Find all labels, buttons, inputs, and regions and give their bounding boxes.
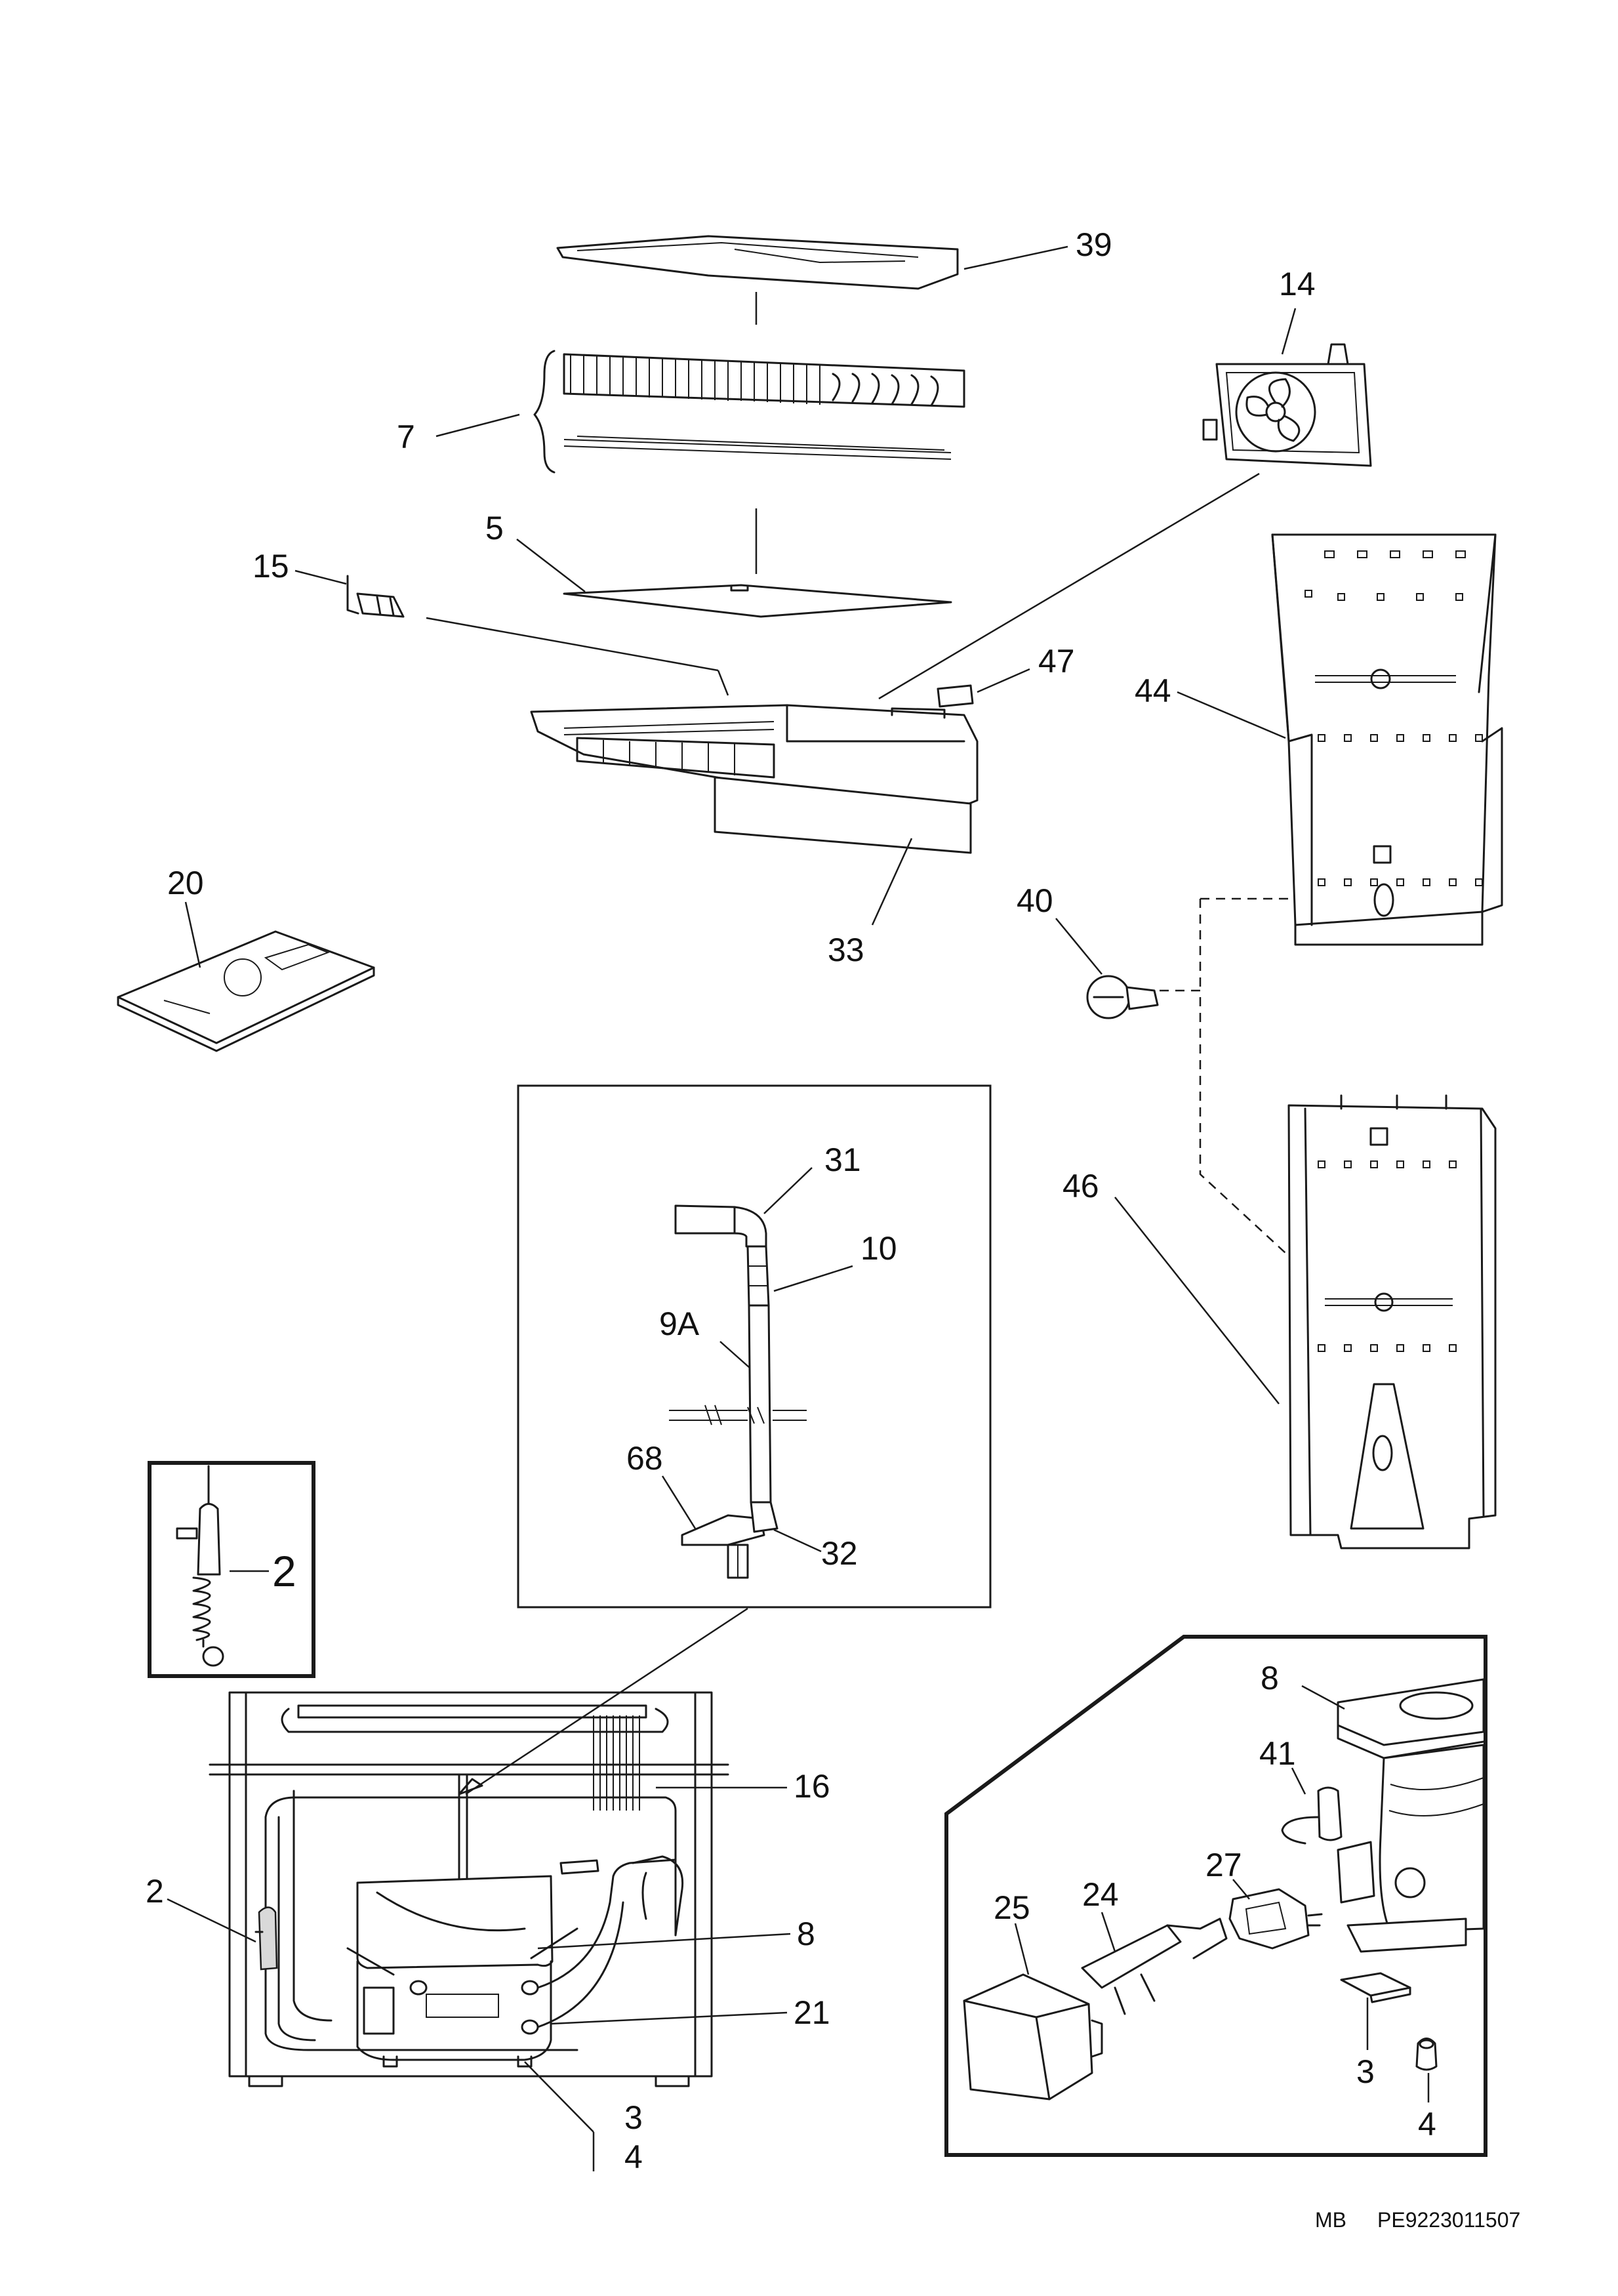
part-40-lamp — [1086, 975, 1159, 1019]
leader-31 — [763, 1167, 813, 1214]
callout-25: 25 — [994, 1889, 1030, 1926]
leader-46 — [1114, 1197, 1280, 1404]
part-41-capacitor — [1281, 1786, 1343, 1845]
part-33-housing — [530, 704, 979, 854]
dashed-lamp-path — [1160, 897, 1378, 1368]
part-27-relay — [1228, 1888, 1323, 1950]
callout-39: 39 — [1076, 226, 1112, 263]
leader-14-to-housing — [878, 472, 1260, 700]
callout-3-r: 3 — [1356, 2053, 1375, 2090]
callout-41: 41 — [1259, 1735, 1296, 1772]
leader-47 — [977, 668, 1030, 693]
leader-15 — [294, 569, 347, 585]
callout-16: 16 — [794, 1768, 830, 1805]
leader-40 — [1055, 918, 1102, 975]
leader-68 — [661, 1475, 697, 1529]
part-46-lower-panel — [1287, 1094, 1497, 1549]
leader-39 — [963, 245, 1068, 270]
callout-21: 21 — [794, 1994, 830, 2031]
leader-7 — [435, 413, 520, 438]
callout-7: 7 — [397, 419, 415, 455]
callout-8: 8 — [797, 1916, 815, 1952]
leader-15-to-housing-b — [717, 670, 729, 696]
part-14-fan-assembly — [1202, 343, 1372, 467]
footer-ref: PE9223011507 — [1377, 2208, 1520, 2232]
callout-68: 68 — [626, 1440, 663, 1477]
callout-33: 33 — [828, 932, 864, 968]
callout-15: 15 — [253, 548, 289, 584]
part-4-grommet — [1415, 2038, 1438, 2071]
part-47-label — [937, 684, 974, 708]
callout-46: 46 — [1062, 1168, 1099, 1204]
leader-15-to-housing — [426, 617, 719, 672]
inset-thermostat-frame — [148, 1461, 315, 1678]
leader-44 — [1177, 691, 1286, 739]
leader-14 — [1281, 308, 1297, 355]
inset-drain-tube-frame — [517, 1084, 992, 1609]
inset-compressor-frame — [944, 1635, 1487, 2157]
leader-5 — [516, 539, 586, 592]
callout-20: 20 — [167, 865, 204, 901]
leader-inset-to-cabinet — [465, 1607, 748, 1795]
part-39-top-cover — [556, 235, 959, 290]
leader-9a — [719, 1341, 750, 1368]
leader-33 — [871, 838, 913, 926]
callout-47: 47 — [1038, 643, 1075, 680]
part-24-clip — [1081, 1917, 1228, 2015]
leader-25 — [1014, 1923, 1030, 1975]
leader-27 — [1232, 1879, 1250, 1900]
callout-2: 2 — [146, 1873, 164, 1910]
callout-3: 3 — [624, 2099, 643, 2136]
callout-9a: 9A — [659, 1305, 700, 1342]
callout-40: 40 — [1017, 882, 1053, 919]
part-44-upper-panel — [1271, 533, 1503, 946]
callout-32: 32 — [821, 1535, 858, 1572]
part-7-evaporator — [533, 350, 965, 474]
leader-32 — [773, 1528, 822, 1553]
leader-8 — [537, 1933, 791, 1950]
leader-3-4 — [524, 2061, 594, 2133]
arrowhead-inset — [458, 1778, 483, 1795]
callout-8-r: 8 — [1261, 1660, 1279, 1696]
part-2-thermostat-bulb — [176, 1465, 224, 1667]
part-8-compressor — [1337, 1678, 1485, 1953]
leader-8-r — [1301, 1685, 1345, 1710]
callout-14: 14 — [1279, 266, 1316, 302]
leader-24 — [1101, 1912, 1116, 1952]
leader-2 — [167, 1898, 256, 1943]
part-25-relay-cover — [963, 1973, 1103, 2101]
callout-24: 24 — [1082, 1876, 1119, 1913]
callout-4: 4 — [624, 2139, 643, 2175]
footer-code: MB — [1315, 2208, 1346, 2232]
part-5-plate — [563, 584, 952, 618]
callout-5: 5 — [485, 510, 504, 546]
callout-4-r: 4 — [1418, 2106, 1436, 2142]
callout-27: 27 — [1205, 1847, 1242, 1883]
part-cabinet-rear — [209, 1691, 729, 2087]
part-drain-tube-assembly — [669, 1204, 807, 1579]
callout-10: 10 — [860, 1230, 897, 1267]
callout-31: 31 — [824, 1141, 861, 1178]
leader-21 — [550, 2011, 788, 2025]
part-3-bracket — [1340, 1972, 1411, 2003]
leader-41 — [1291, 1767, 1306, 1795]
part-15-sensor — [346, 575, 405, 618]
leader-10 — [773, 1265, 853, 1292]
callout-2-inset: 2 — [272, 1547, 296, 1595]
callout-44: 44 — [1135, 672, 1171, 709]
leader-20 — [184, 901, 201, 968]
part-20-manual — [117, 930, 375, 1052]
